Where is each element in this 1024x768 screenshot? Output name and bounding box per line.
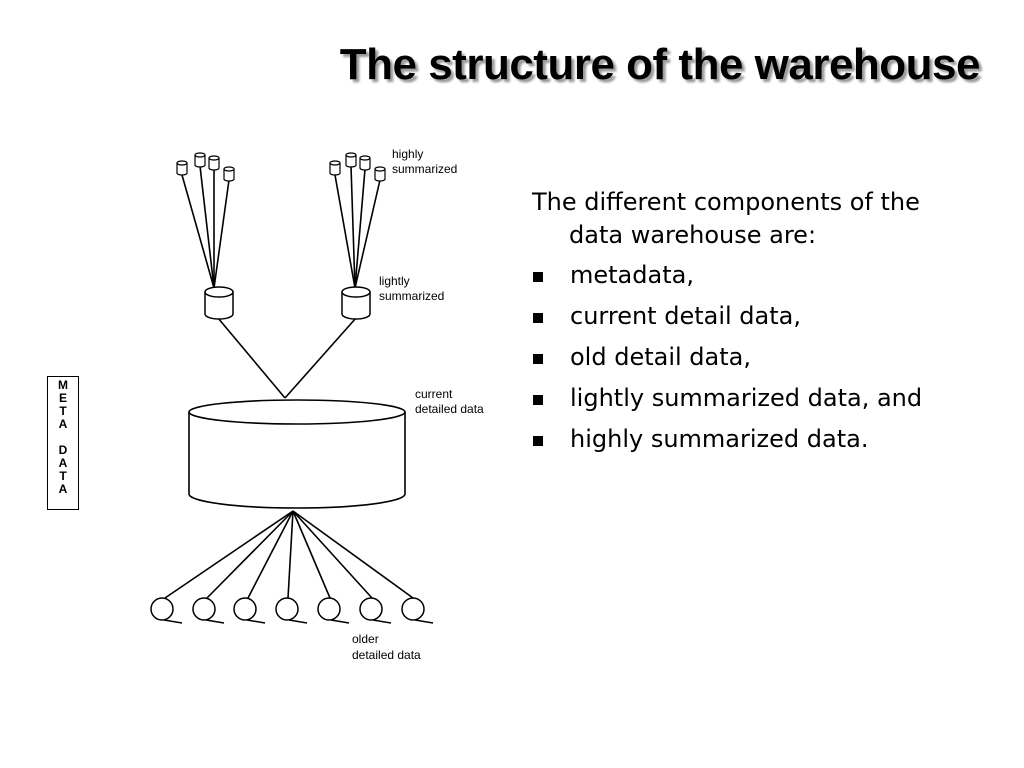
lightly-summarized-cylinder-left [204, 286, 234, 320]
label-current-detailed-2: detailed data [415, 402, 484, 416]
label-older-detailed-1: older [352, 632, 379, 646]
bullet-square-icon [533, 395, 543, 405]
bullet-item: old detail data, [532, 341, 972, 374]
bullet-text: old detail data, [570, 343, 751, 371]
metadata-letter: A [58, 456, 68, 470]
metadata-letter: A [58, 482, 68, 496]
bullet-item: lightly summarized data, and [532, 382, 972, 415]
highly-summarized-cylinders-right [329, 152, 386, 182]
lightly-summarized-cylinder-right [341, 286, 371, 320]
label-lightly-summarized-1: lightly [379, 274, 410, 288]
bullet-text: current detail data, [570, 302, 801, 330]
bullet-square-icon [533, 313, 543, 323]
bullet-item: highly summarized data. [532, 423, 972, 456]
bullet-item: current detail data, [532, 300, 972, 333]
older-data-links [164, 510, 414, 599]
metadata-letter: T [59, 404, 67, 418]
label-highly-summarized-1: highly [392, 147, 423, 161]
metadata-letter: M [58, 378, 68, 392]
intro-text: The different components of the data war… [532, 188, 920, 249]
label-older-detailed-2: detailed data [352, 648, 421, 662]
label-highly-summarized-2: summarized [392, 162, 457, 176]
older-detailed-data-reels [150, 597, 434, 624]
highly-to-lightly-links-left [181, 165, 230, 289]
bullet-square-icon [533, 436, 543, 446]
label-current-detailed-1: current [415, 387, 453, 401]
highly-to-lightly-links-right [334, 165, 381, 289]
metadata-letter: T [59, 469, 67, 483]
bullet-item: metadata, [532, 259, 972, 292]
metadata-letter: D [58, 443, 68, 457]
bullet-text: lightly summarized data, and [570, 384, 923, 412]
lightly-to-current-links [217, 317, 357, 399]
slide-title: The structure of the warehouse [339, 40, 981, 89]
metadata-letter: E [58, 391, 67, 405]
bullet-square-icon [533, 354, 543, 364]
components-text: The different components of the data war… [532, 186, 972, 464]
highly-summarized-cylinders-left [176, 152, 235, 182]
label-lightly-summarized-2: summarized [379, 289, 444, 303]
metadata-box: M E T A D A T A [47, 376, 79, 510]
bullet-list: metadata, current detail data, old detai… [532, 259, 972, 456]
bullet-text: highly summarized data. [570, 425, 869, 453]
current-detailed-data-cylinder [188, 399, 406, 509]
bullet-text: metadata, [570, 261, 694, 289]
bullet-square-icon [533, 272, 543, 282]
metadata-letter: A [58, 417, 68, 431]
